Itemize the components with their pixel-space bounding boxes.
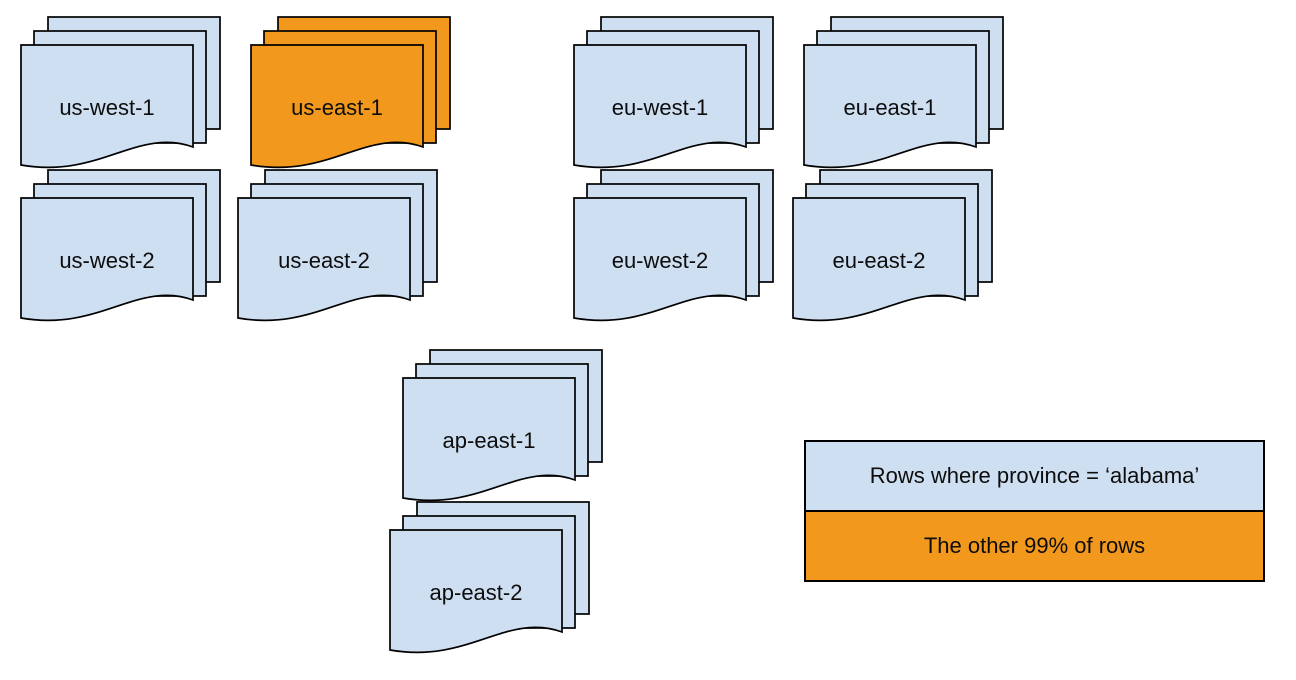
region-label: ap-east-2 — [429, 580, 523, 605]
region-label: eu-west-1 — [611, 95, 709, 120]
document-stack-icon — [573, 16, 774, 169]
region-stack-eu-east-2: eu-east-2 — [792, 169, 994, 331]
document-stack-icon — [20, 169, 221, 322]
region-label: eu-west-2 — [611, 248, 709, 273]
legend: Rows where province = ‘alabama’ The othe… — [804, 440, 1265, 582]
document-stack-icon — [237, 169, 438, 322]
legend-label: The other 99% of rows — [923, 533, 1146, 558]
region-label: ap-east-1 — [442, 428, 536, 453]
document-stack-icon — [389, 501, 590, 654]
region-label: eu-east-2 — [832, 248, 926, 273]
document-stack-icon — [803, 16, 1004, 169]
document-stack-icon — [792, 169, 993, 322]
region-label: us-west-2 — [59, 248, 155, 273]
region-stack-eu-west-1: eu-west-1 — [573, 16, 775, 178]
region-stack-eu-west-2: eu-west-2 — [573, 169, 775, 331]
region-stack-us-west-2: us-west-2 — [20, 169, 222, 331]
region-stack-us-east-1: us-east-1 — [250, 16, 452, 178]
document-stack-icon — [250, 16, 451, 169]
region-stack-eu-east-1: eu-east-1 — [803, 16, 1005, 178]
document-stack-icon — [402, 349, 603, 502]
region-label: us-west-1 — [59, 95, 155, 120]
document-stack-icon — [20, 16, 221, 169]
region-stack-us-east-2: us-east-2 — [237, 169, 439, 331]
region-stack-ap-east-1: ap-east-1 — [402, 349, 604, 511]
region-label: us-east-2 — [278, 248, 370, 273]
document-stack-icon — [573, 169, 774, 322]
region-label: us-east-1 — [291, 95, 383, 120]
region-stack-us-west-1: us-west-1 — [20, 16, 222, 178]
region-stack-ap-east-2: ap-east-2 — [389, 501, 591, 663]
region-label: eu-east-1 — [843, 95, 937, 120]
legend-row-alabama-rows: Rows where province = ‘alabama’ — [806, 442, 1263, 512]
legend-row-other-rows: The other 99% of rows — [806, 512, 1263, 580]
legend-label: Rows where province = ‘alabama’ — [869, 463, 1200, 488]
